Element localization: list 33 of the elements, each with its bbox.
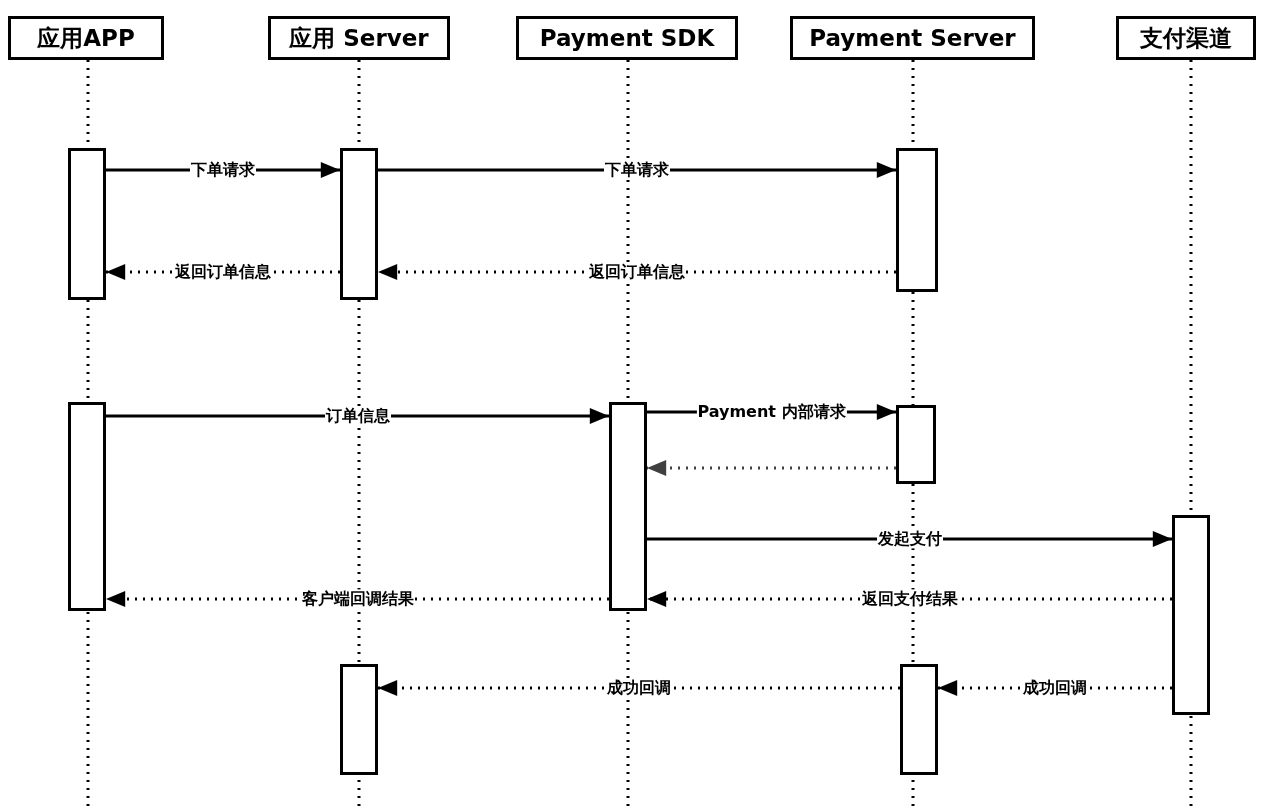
- edge-label: 发起支付: [876, 529, 943, 549]
- edge-label: 返回订单信息: [174, 262, 272, 282]
- participant-name: 支付渠道: [1140, 23, 1232, 53]
- edge-label: 返回支付结果: [860, 589, 959, 609]
- edge-label: 订单信息: [324, 406, 391, 426]
- participant-box: [516, 16, 738, 60]
- edge-label: 成功回调: [606, 678, 672, 698]
- edge-label: 返回订单信息: [588, 262, 686, 282]
- activation-bar: [896, 405, 936, 484]
- activation-bar: [340, 664, 378, 775]
- participant-box: [1116, 16, 1256, 60]
- arrow: [647, 460, 896, 476]
- edge-label: 下单请求: [604, 160, 670, 180]
- participant-box: [790, 16, 1035, 60]
- edge-label: 客户端回调结果: [300, 589, 415, 609]
- participant-name: 应用 Server: [289, 23, 429, 53]
- activation-bar: [896, 148, 938, 292]
- activation-bar: [68, 148, 106, 300]
- participant-name: Payment SDK: [539, 25, 715, 51]
- participant-name: 应用APP: [37, 23, 135, 53]
- edge-label: 下单请求: [190, 160, 256, 180]
- edge-label: 成功回调: [1022, 678, 1088, 698]
- activation-bar: [609, 402, 647, 611]
- arrow: [106, 408, 609, 424]
- activation-bar: [68, 402, 106, 611]
- edge-label: Payment 内部请求: [696, 402, 847, 422]
- activation-bar: [900, 664, 938, 775]
- activation-bar: [340, 148, 378, 300]
- participant-box: [8, 16, 164, 60]
- participant-box: [268, 16, 450, 60]
- activation-bar: [1172, 515, 1210, 715]
- participant-name: Payment Server: [809, 25, 1016, 51]
- arrow: [378, 680, 900, 696]
